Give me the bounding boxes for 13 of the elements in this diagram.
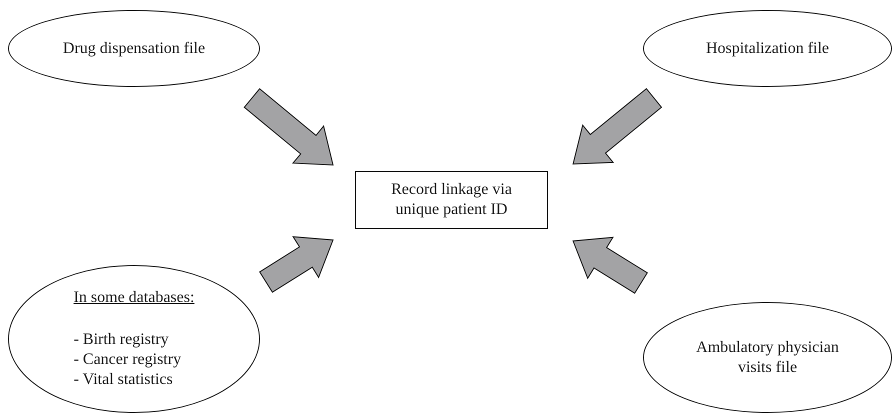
heading-text: In some databases:: [74, 288, 194, 308]
block-arrow: [572, 88, 662, 165]
node-label: Record linkage via unique patient ID: [390, 180, 513, 220]
node-label: Ambulatory physician visits file: [695, 338, 840, 378]
list-item: - Birth registry: [74, 330, 169, 350]
block-arrow: [259, 236, 334, 293]
block-arrow: [244, 88, 334, 166]
list-item: - Cancer registry: [74, 350, 182, 370]
node-label: Hospitalization file: [704, 38, 830, 58]
block-arrow: [572, 236, 648, 294]
process-box: [355, 171, 548, 229]
node-label: Drug dispensation file: [62, 38, 206, 58]
list-item: - Vital statistics: [74, 370, 173, 390]
